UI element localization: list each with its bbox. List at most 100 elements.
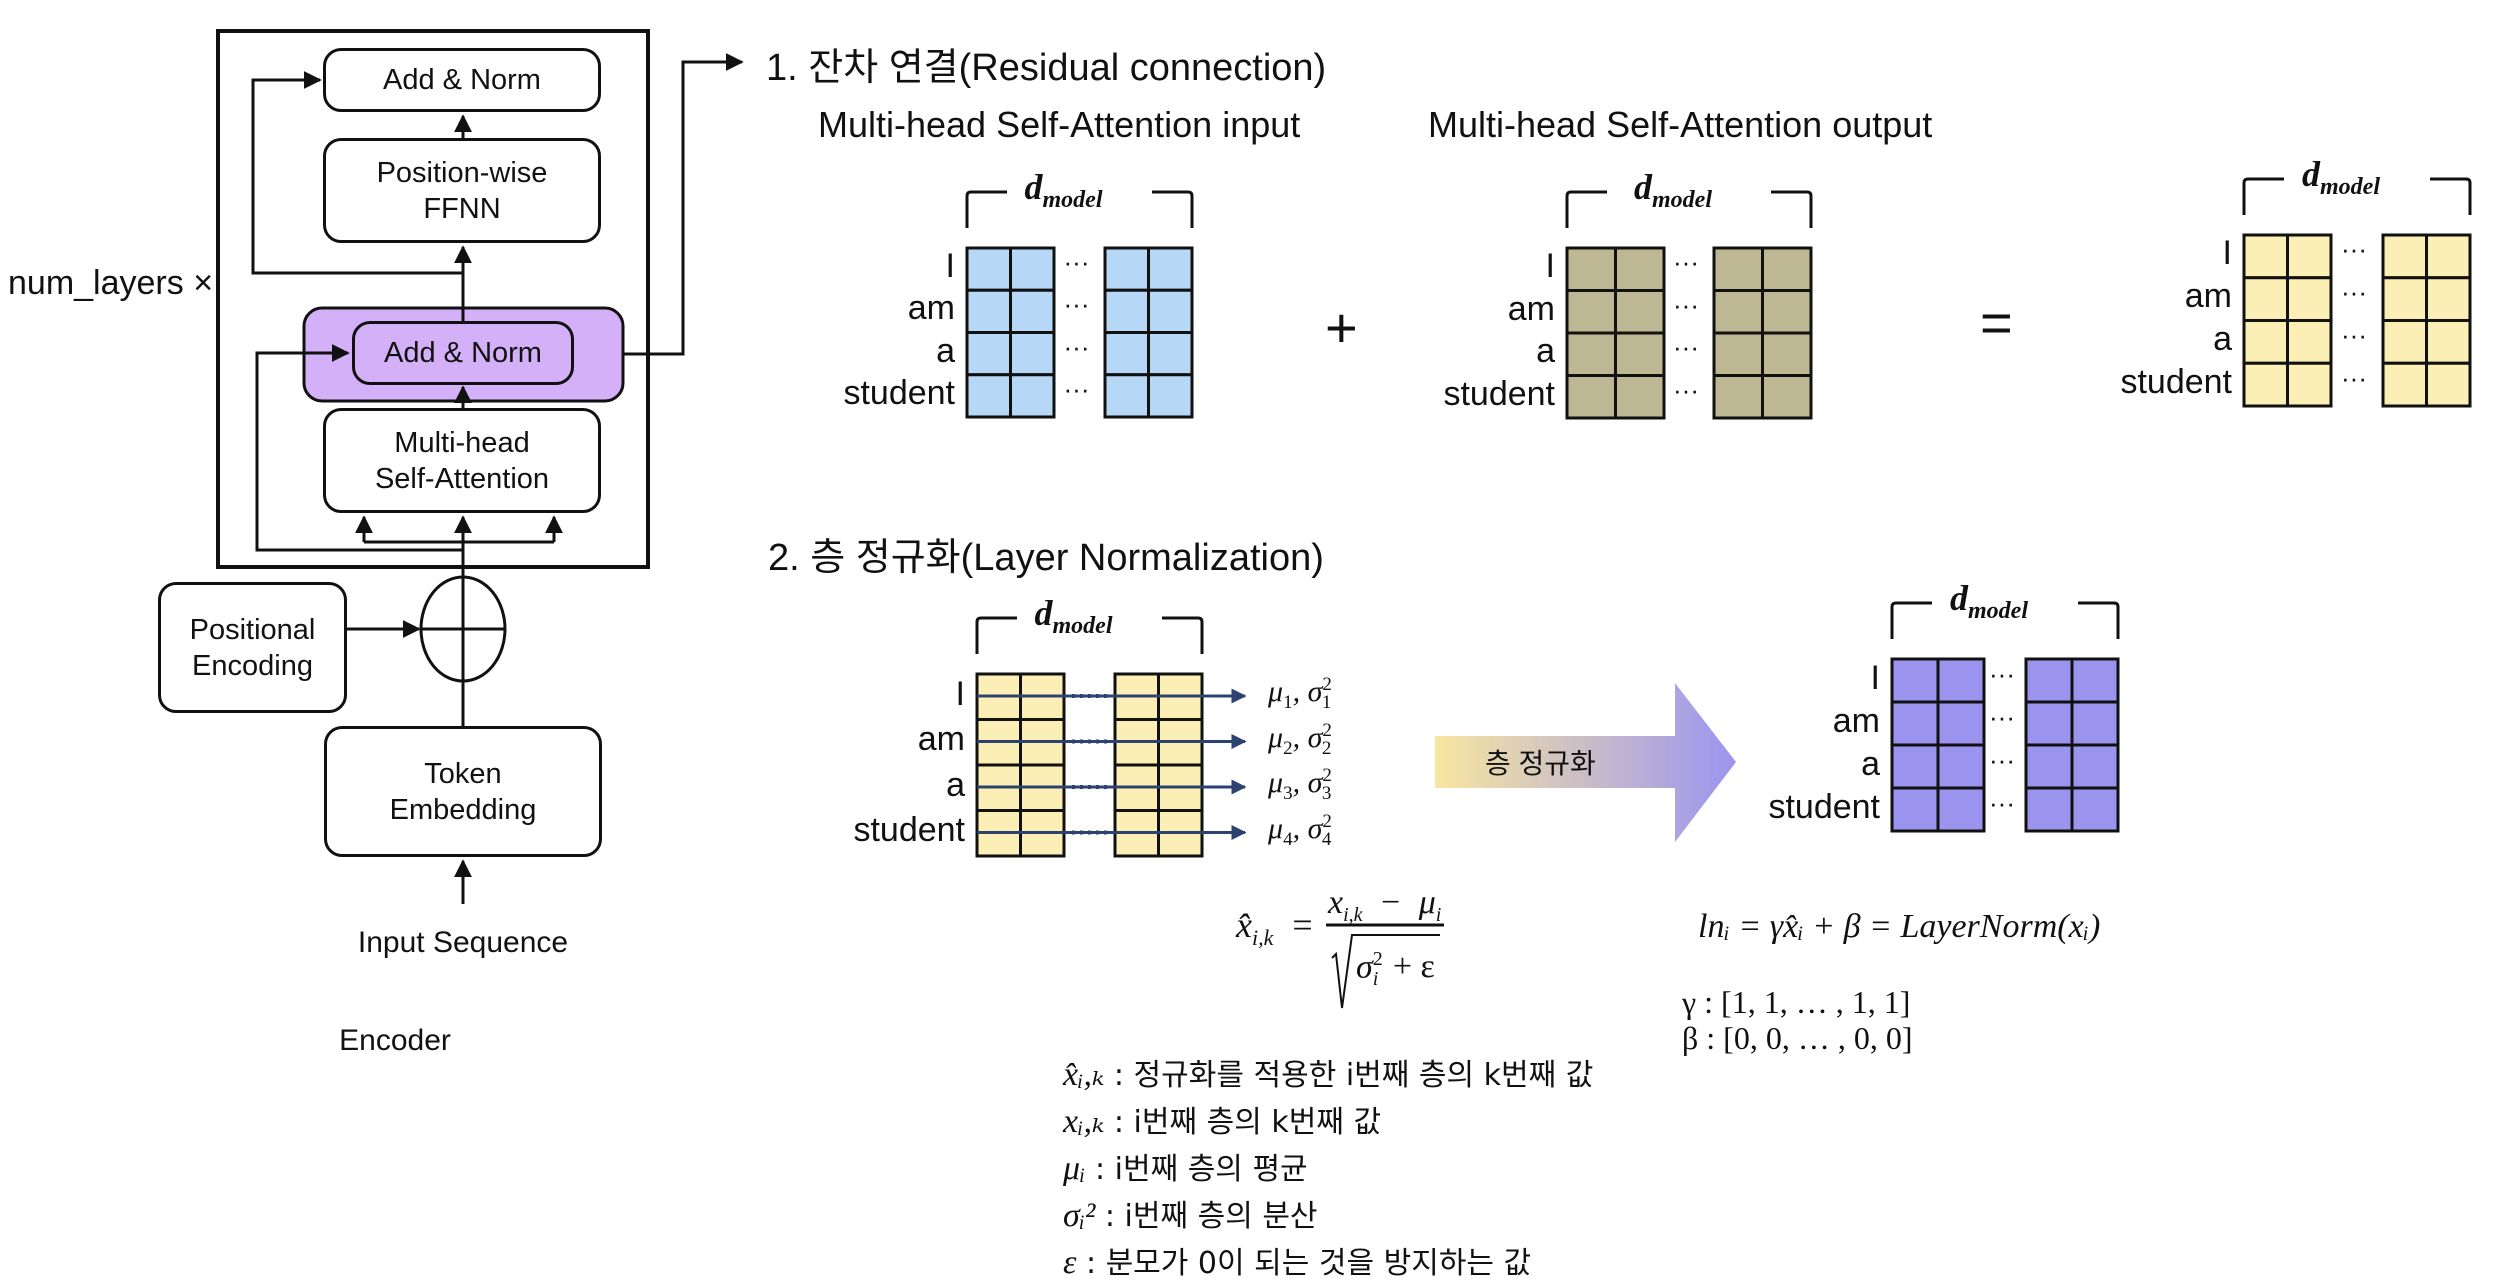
ffnn-block[interactable]: Position-wise FFNN — [323, 138, 601, 243]
token-label: I — [955, 674, 965, 713]
connector-layer — [216, 29, 2472, 1009]
matrix-cell — [1890, 743, 1940, 790]
legend-description: : 분모가 0이 되는 것을 방지하는 값 — [1076, 1246, 1532, 1281]
token-label: student — [1443, 374, 1555, 413]
stat-subscript: 3 — [1283, 783, 1293, 804]
stat-arrows — [977, 688, 1247, 840]
matrix-cell — [1890, 786, 1940, 833]
dim-bracket-right — [1771, 190, 1813, 228]
legend-description: : i번째 층의 분산 — [1095, 1199, 1318, 1234]
matrix-cell — [1147, 373, 1194, 419]
legend-item: σᵢ² : i번째 층의 분산 — [1063, 1191, 1318, 1235]
matrix-cell — [2286, 361, 2333, 408]
section1-title: 1. 잔차 연결(Residual connection) — [766, 47, 1327, 89]
ellipsis: ··· — [1063, 247, 1090, 278]
matrix-cell — [2242, 319, 2289, 365]
mhsa-block[interactable]: Multi-head Self-Attention — [323, 408, 601, 513]
token-label-line1: Token — [424, 757, 502, 790]
token-label-line2: Embedding — [389, 793, 537, 826]
legend-item: xᵢ,ₖ : i번째 층의 k번째 값 — [1063, 1097, 1381, 1141]
matrix-cell — [1565, 246, 1617, 292]
matrix-cell — [2070, 786, 2120, 833]
dim-bracket-left — [1890, 601, 1932, 639]
stat-symbol: μ — [1268, 675, 1284, 708]
matrix-cell — [1761, 246, 1813, 292]
add-norm-highlight-block[interactable]: Add & Norm — [352, 321, 574, 385]
token-label: I — [1870, 658, 1880, 697]
token-label: am — [1832, 701, 1880, 740]
matrix-cell — [2425, 319, 2472, 365]
add-norm-highlight-label: Add & Norm — [384, 337, 542, 369]
mhsa-label-line1: Multi-head — [394, 426, 530, 459]
matrix-cell — [2024, 700, 2074, 747]
stat-subscript: 4 — [1321, 828, 1332, 850]
dim-symbol: d — [1034, 593, 1053, 633]
matrix-cell — [2425, 233, 2472, 280]
plus-sign: + — [1325, 296, 1358, 359]
token-label: a — [946, 765, 965, 804]
matrix-cell — [2024, 657, 2074, 704]
matrix-cell — [965, 331, 1012, 377]
dim-symbol: d — [1024, 167, 1043, 207]
legend-description: : 정규화를 적용한 i번째 층의 k번째 값 — [1104, 1058, 1594, 1093]
dim-bracket-left — [965, 190, 1007, 228]
matrix-cell — [1712, 246, 1764, 292]
dim-subscript: model — [2320, 174, 2380, 201]
denominator-sub: i — [1372, 968, 1379, 991]
stat-symbol: σ — [1307, 675, 1323, 708]
matrix-cell — [2024, 786, 2074, 833]
stat-subscript: 2 — [1283, 737, 1293, 759]
ellipsis: ··· — [1989, 658, 2015, 689]
matrix-cell — [1103, 288, 1150, 334]
ellipsis: ··· — [1989, 744, 2015, 775]
denominator-sup: 2 — [1372, 948, 1383, 970]
ellipsis: ··· — [1673, 332, 1699, 363]
stat-subscript: 3 — [1321, 783, 1332, 804]
stat-symbol: , — [1292, 720, 1308, 754]
matrix-cell — [2286, 233, 2333, 280]
matrix-cell — [965, 288, 1012, 334]
layernorm-input-matrix — [975, 616, 1204, 858]
matrix-cell — [2381, 319, 2428, 365]
matrix-cell — [1712, 289, 1764, 335]
row-stats-label: μ4, σ24 — [1268, 811, 1332, 851]
token-label: student — [853, 811, 965, 850]
numerator-mu: μ — [1418, 884, 1436, 921]
stat-symbol: , — [1292, 675, 1308, 708]
stat-superscript: 2 — [1322, 674, 1332, 695]
legend-symbol: ε — [1063, 1244, 1077, 1281]
matrix-cell — [1614, 374, 1666, 420]
positional-encoding-block[interactable]: Positional Encoding — [158, 582, 347, 713]
matrix-cell — [2070, 743, 2120, 790]
ffnn-label-line1: Position-wise — [376, 156, 548, 189]
row-stats-label: μ2, σ22 — [1268, 720, 1332, 760]
dim-label: dmodel — [1950, 577, 2028, 625]
matrix-cell — [1103, 246, 1150, 292]
add-norm-top-block[interactable]: Add & Norm — [323, 48, 601, 112]
token-embedding-block[interactable]: Token Embedding — [324, 726, 602, 857]
residual-line-2 — [251, 71, 463, 275]
matrix-cell — [2242, 276, 2289, 322]
ellipsis: ··· — [1673, 289, 1699, 320]
matrix-cell — [965, 246, 1012, 292]
encoder-caption: Encoder — [339, 1024, 451, 1057]
stat-symbol: μ — [1268, 720, 1284, 754]
stat-symbol: μ — [1268, 766, 1284, 799]
token-label: student — [1768, 787, 1880, 826]
dim-bracket-right — [2078, 601, 2120, 639]
dim-bracket-right — [2430, 177, 2472, 215]
ellipsis: ··· — [1989, 701, 2015, 732]
formula-denominator: σ2i + ε — [1356, 948, 1435, 991]
legend-description: : i번째 층의 평균 — [1085, 1152, 1308, 1187]
matrix-cell — [2286, 319, 2333, 365]
legend-symbol: xᵢ,ₖ — [1063, 1103, 1105, 1140]
legend-description: : i번째 층의 k번째 값 — [1104, 1105, 1382, 1140]
token-label: am — [907, 289, 955, 328]
section2-title: 2. 층 정규화(Layer Normalization) — [768, 537, 1324, 579]
legend-item: x̂ᵢ,ₖ : 정규화를 적용한 i번째 층의 k번째 값 — [1063, 1050, 1593, 1094]
matrix-cell — [1712, 331, 1764, 377]
stat-symbol: , — [1292, 766, 1308, 799]
dim-subscript: model — [1052, 613, 1113, 640]
stat-symbol: σ — [1307, 720, 1323, 754]
legend-item: μᵢ : i번째 층의 평균 — [1063, 1144, 1308, 1188]
